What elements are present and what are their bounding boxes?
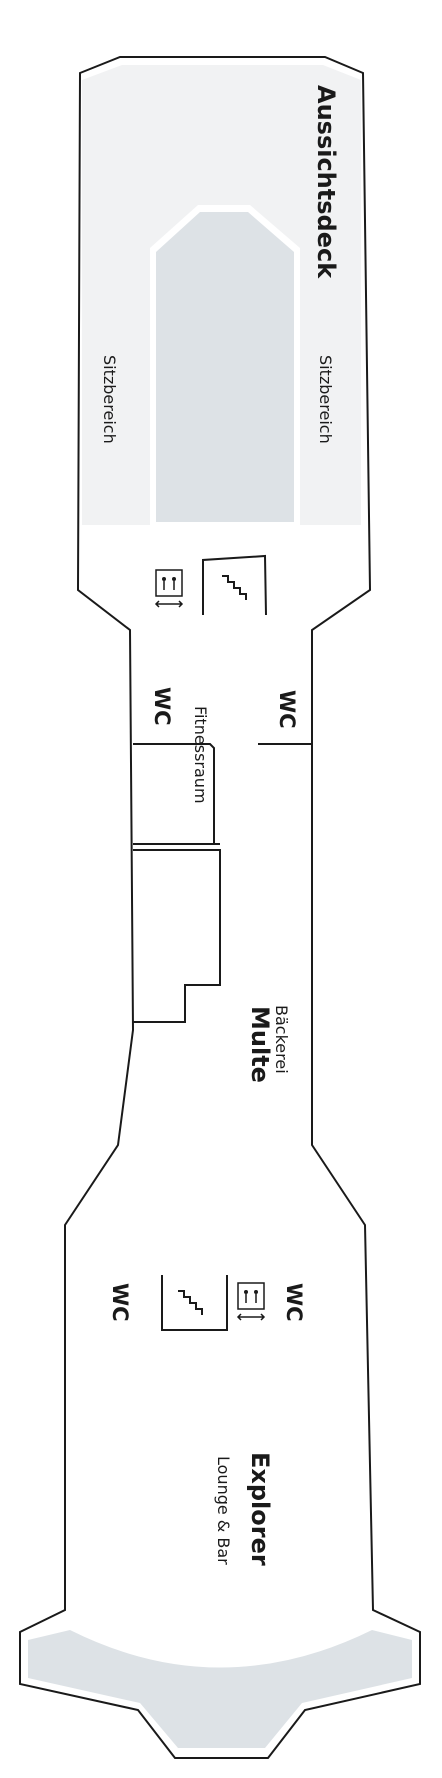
stairs-icon xyxy=(222,575,247,600)
label-multe: Multe xyxy=(246,1006,274,1083)
label-wc-4: WC xyxy=(282,1283,306,1322)
explorer-area xyxy=(28,1630,412,1748)
label-fitnessraum: Fitnessraum xyxy=(191,706,210,804)
elevator-icon xyxy=(236,1282,266,1321)
label-sitzbereich-left: Sitzbereich xyxy=(100,355,119,444)
wall-left-rooms xyxy=(133,743,221,1023)
stairs-box-bottom xyxy=(161,1275,228,1331)
elevator-icon xyxy=(154,569,184,608)
label-lounge-bar: Lounge & Bar xyxy=(214,1456,233,1565)
label-wc-3: WC xyxy=(108,1283,132,1322)
label-baeckerei: Bäckerei xyxy=(272,1005,291,1074)
label-wc-1: WC xyxy=(150,687,174,726)
label-aussichtsdeck: Aussichtsdeck xyxy=(312,85,340,279)
label-explorer: Explorer xyxy=(246,1452,274,1566)
stairs-icon xyxy=(178,1290,203,1315)
label-wc-2: WC xyxy=(275,690,299,729)
label-sitzbereich-right: Sitzbereich xyxy=(316,355,335,444)
center-area-inner xyxy=(156,212,294,522)
